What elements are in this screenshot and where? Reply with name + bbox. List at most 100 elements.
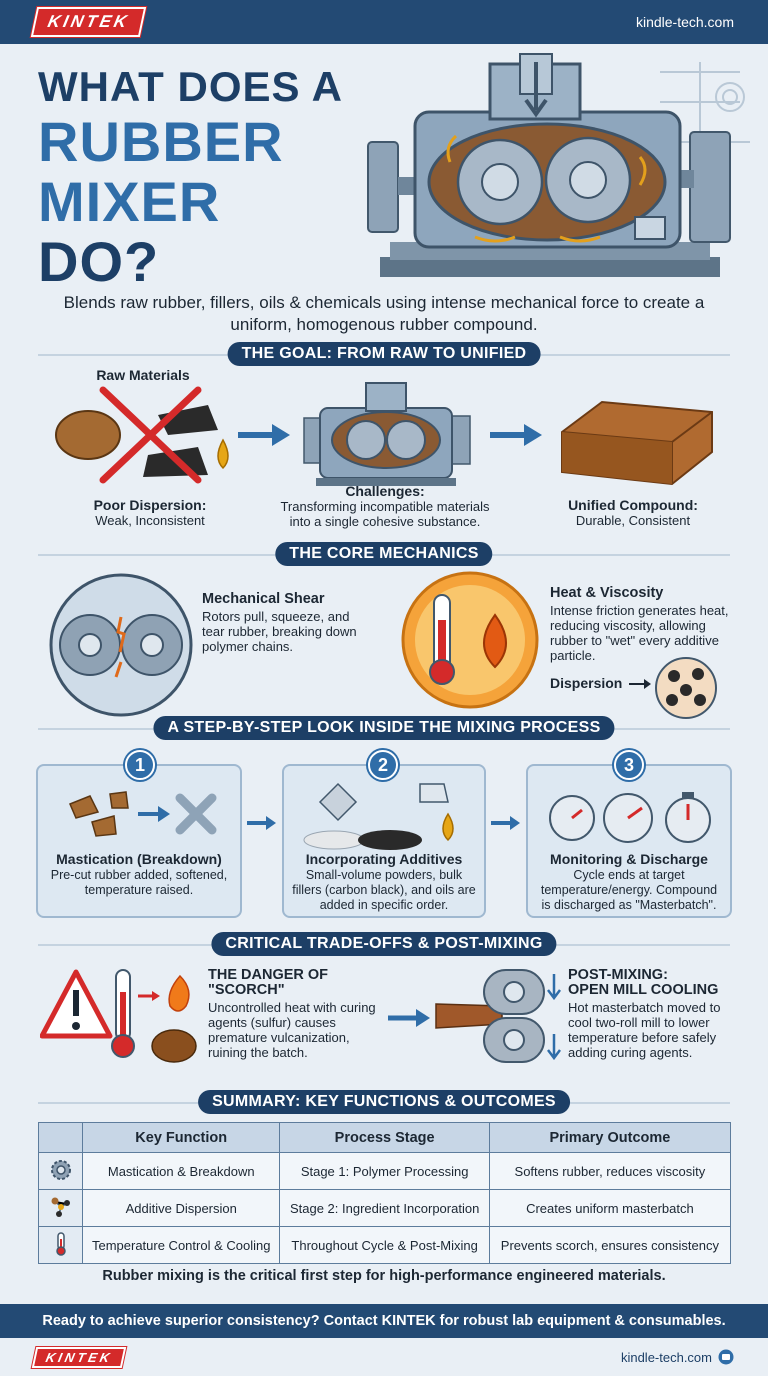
heat-thermometer-icon <box>401 571 539 709</box>
footer-site[interactable]: kindle-tech.com <box>621 1349 734 1365</box>
scorch-text: Uncontrolled heat with curing agents (su… <box>208 1000 376 1060</box>
table-header: Key Function <box>81 1122 281 1153</box>
shear-block: Mechanical Shear Rotors pull, squeeze, a… <box>202 591 372 655</box>
poor-dispersion-title: Poor Dispersion: <box>93 497 207 513</box>
step-title-1: Mastication (Breakdown) <box>56 851 222 867</box>
challenges-title: Challenges: <box>345 483 425 499</box>
title-line-4: DO? <box>38 230 160 293</box>
step-card-1: Mastication (Breakdown) Pre-cut rubber a… <box>36 764 242 918</box>
mixer-illustration <box>367 53 750 277</box>
step-number-3: 3 <box>614 750 644 780</box>
step-desc-3: Cycle ends at target temperature/energy.… <box>540 868 718 912</box>
site-link[interactable]: kindle-tech.com <box>635 14 734 30</box>
table-cell: Prevents scorch, ensures consistency <box>488 1226 732 1264</box>
shear-gears-icon <box>49 573 193 717</box>
scorch-block: THE DANGER OF "SCORCH" Uncontrolled heat… <box>208 967 384 1061</box>
arrow-right-icon <box>490 424 542 446</box>
chat-icon[interactable] <box>718 1349 734 1365</box>
step-text-3: Monitoring & Discharge Cycle ends at tar… <box>528 852 730 913</box>
poor-dispersion-text: Weak, Inconsistent <box>95 513 205 528</box>
arrow-right-icon <box>491 816 520 830</box>
heat-block: Heat & Viscosity Intense friction genera… <box>550 585 740 664</box>
shear-title: Mechanical Shear <box>202 591 325 607</box>
footer-site-link[interactable]: kindle-tech.com <box>620 1349 712 1365</box>
table-row: Temperature Control & Cooling Throughout… <box>38 1226 732 1264</box>
step-text-2: Incorporating Additives Small-volume pow… <box>284 852 484 913</box>
title-line-2: RUBBER <box>38 110 284 173</box>
scorch-title-2: "SCORCH" <box>208 982 285 998</box>
post-title-1: POST-MIXING: <box>568 967 668 983</box>
closing-statement: Rubber mixing is the critical first step… <box>102 1268 666 1284</box>
scorch-warning-icon <box>40 969 197 1063</box>
summary-heading: SUMMARY: KEY FUNCTIONS & OUTCOMES <box>198 1090 570 1114</box>
additives-icon <box>303 782 454 850</box>
heat-title: Heat & Viscosity <box>550 585 664 601</box>
step-title-3: Monitoring & Discharge <box>550 851 708 867</box>
step-desc-1: Pre-cut rubber added, softened, temperat… <box>50 868 228 897</box>
tradeoffs-heading: CRITICAL TRADE-OFFS & POST-MIXING <box>211 932 557 956</box>
arrow-right-icon <box>388 1009 430 1027</box>
unified-text: Durable, Consistent <box>575 513 691 528</box>
top-bar: KINTEK kindle-tech.com <box>0 0 768 44</box>
table-cell: Softens rubber, reduces viscosity <box>488 1152 732 1190</box>
steps-heading: A STEP-BY-STEP LOOK INSIDE THE MIXING PR… <box>153 716 615 740</box>
two-roll-mill-icon <box>435 969 561 1063</box>
unified-compound-label: Unified Compound: Durable, Consistent <box>548 497 718 529</box>
table-row: Mastication & Breakdown Stage 1: Polymer… <box>38 1152 732 1190</box>
dispersion-icon <box>655 657 717 719</box>
challenges-text: Transforming incompatible materials into… <box>280 499 490 529</box>
table-cell: Stage 1: Polymer Processing <box>279 1152 490 1190</box>
footer: KINTEK kindle-tech.com <box>31 1344 734 1370</box>
table-header-icon <box>38 1122 83 1153</box>
table-cell: Creates uniform masterbatch <box>488 1189 732 1227</box>
gauges-timer-icon <box>549 792 711 843</box>
gear-icon <box>38 1152 83 1190</box>
page-title: WHAT DOES A RUBBER MIXER DO? <box>38 62 358 292</box>
rubber-chunks-icon <box>69 791 217 837</box>
table-header: Process Stage <box>279 1122 490 1153</box>
heat-text: Intense friction generates heat, reducin… <box>550 603 729 663</box>
title-line-3: MIXER <box>38 170 221 233</box>
step-desc-2: Small-volume powders, bulk fillers (carb… <box>292 868 476 912</box>
cta-banner[interactable]: Ready to achieve superior consistency? C… <box>0 1304 768 1338</box>
table-cell: Additive Dispersion <box>81 1189 281 1227</box>
table-row: Additive Dispersion Stage 2: Ingredient … <box>38 1189 732 1227</box>
step-card-2: Incorporating Additives Small-volume pow… <box>282 764 486 918</box>
challenges-label: Challenges: Transforming incompatible ma… <box>270 483 500 530</box>
post-text: Hot masterbatch moved to cool two-roll m… <box>568 1000 721 1060</box>
table-cell: Stage 2: Ingredient Incorporation <box>279 1189 490 1227</box>
molecule-icon <box>38 1189 83 1227</box>
unified-title: Unified Compound: <box>568 497 698 513</box>
intro-text: Blends raw rubber, fillers, oils & chemi… <box>63 293 705 334</box>
kintek-logo[interactable]: KINTEK <box>31 1346 127 1368</box>
raw-materials-icon <box>55 386 229 484</box>
post-mixing-block: POST-MIXING: OPEN MILL COOLING Hot maste… <box>568 967 740 1061</box>
rubber-block-icon <box>561 400 713 486</box>
raw-materials-label: Raw Materials <box>96 367 190 383</box>
goal-heading: THE GOAL: FROM RAW TO UNIFIED <box>227 342 541 366</box>
table-cell: Throughout Cycle & Post-Mixing <box>279 1226 490 1264</box>
table-cell: Mastication & Breakdown <box>81 1152 281 1190</box>
arrow-right-icon <box>629 679 651 689</box>
core-heading: THE CORE MECHANICS <box>275 542 493 566</box>
table-cell: Temperature Control & Cooling <box>81 1226 281 1264</box>
shear-text: Rotors pull, squeeze, and tear rubber, b… <box>202 609 357 654</box>
step-number-2: 2 <box>368 750 398 780</box>
arrow-right-icon <box>247 816 276 830</box>
step-text-1: Mastication (Breakdown) Pre-cut rubber a… <box>38 852 240 898</box>
summary-table: Key Function Process Stage Primary Outco… <box>38 1122 732 1264</box>
step-card-3: Monitoring & Discharge Cycle ends at tar… <box>526 764 732 918</box>
step-number-1: 1 <box>125 750 155 780</box>
step-title-2: Incorporating Additives <box>305 851 463 867</box>
poor-dispersion-label: Poor Dispersion: Weak, Inconsistent <box>70 497 230 529</box>
table-header: Primary Outcome <box>488 1122 732 1153</box>
mixer-small-icon <box>303 382 471 486</box>
title-line-1: WHAT DOES A <box>38 63 343 110</box>
thermometer-icon <box>38 1226 83 1264</box>
post-title-2: OPEN MILL COOLING <box>568 982 719 998</box>
table-header-row: Key Function Process Stage Primary Outco… <box>38 1122 732 1153</box>
kintek-logo[interactable]: KINTEK <box>30 7 147 37</box>
scorch-title-1: THE DANGER OF <box>208 967 329 983</box>
dispersion-label: Dispersion <box>550 675 623 691</box>
arrow-right-icon <box>238 424 290 446</box>
